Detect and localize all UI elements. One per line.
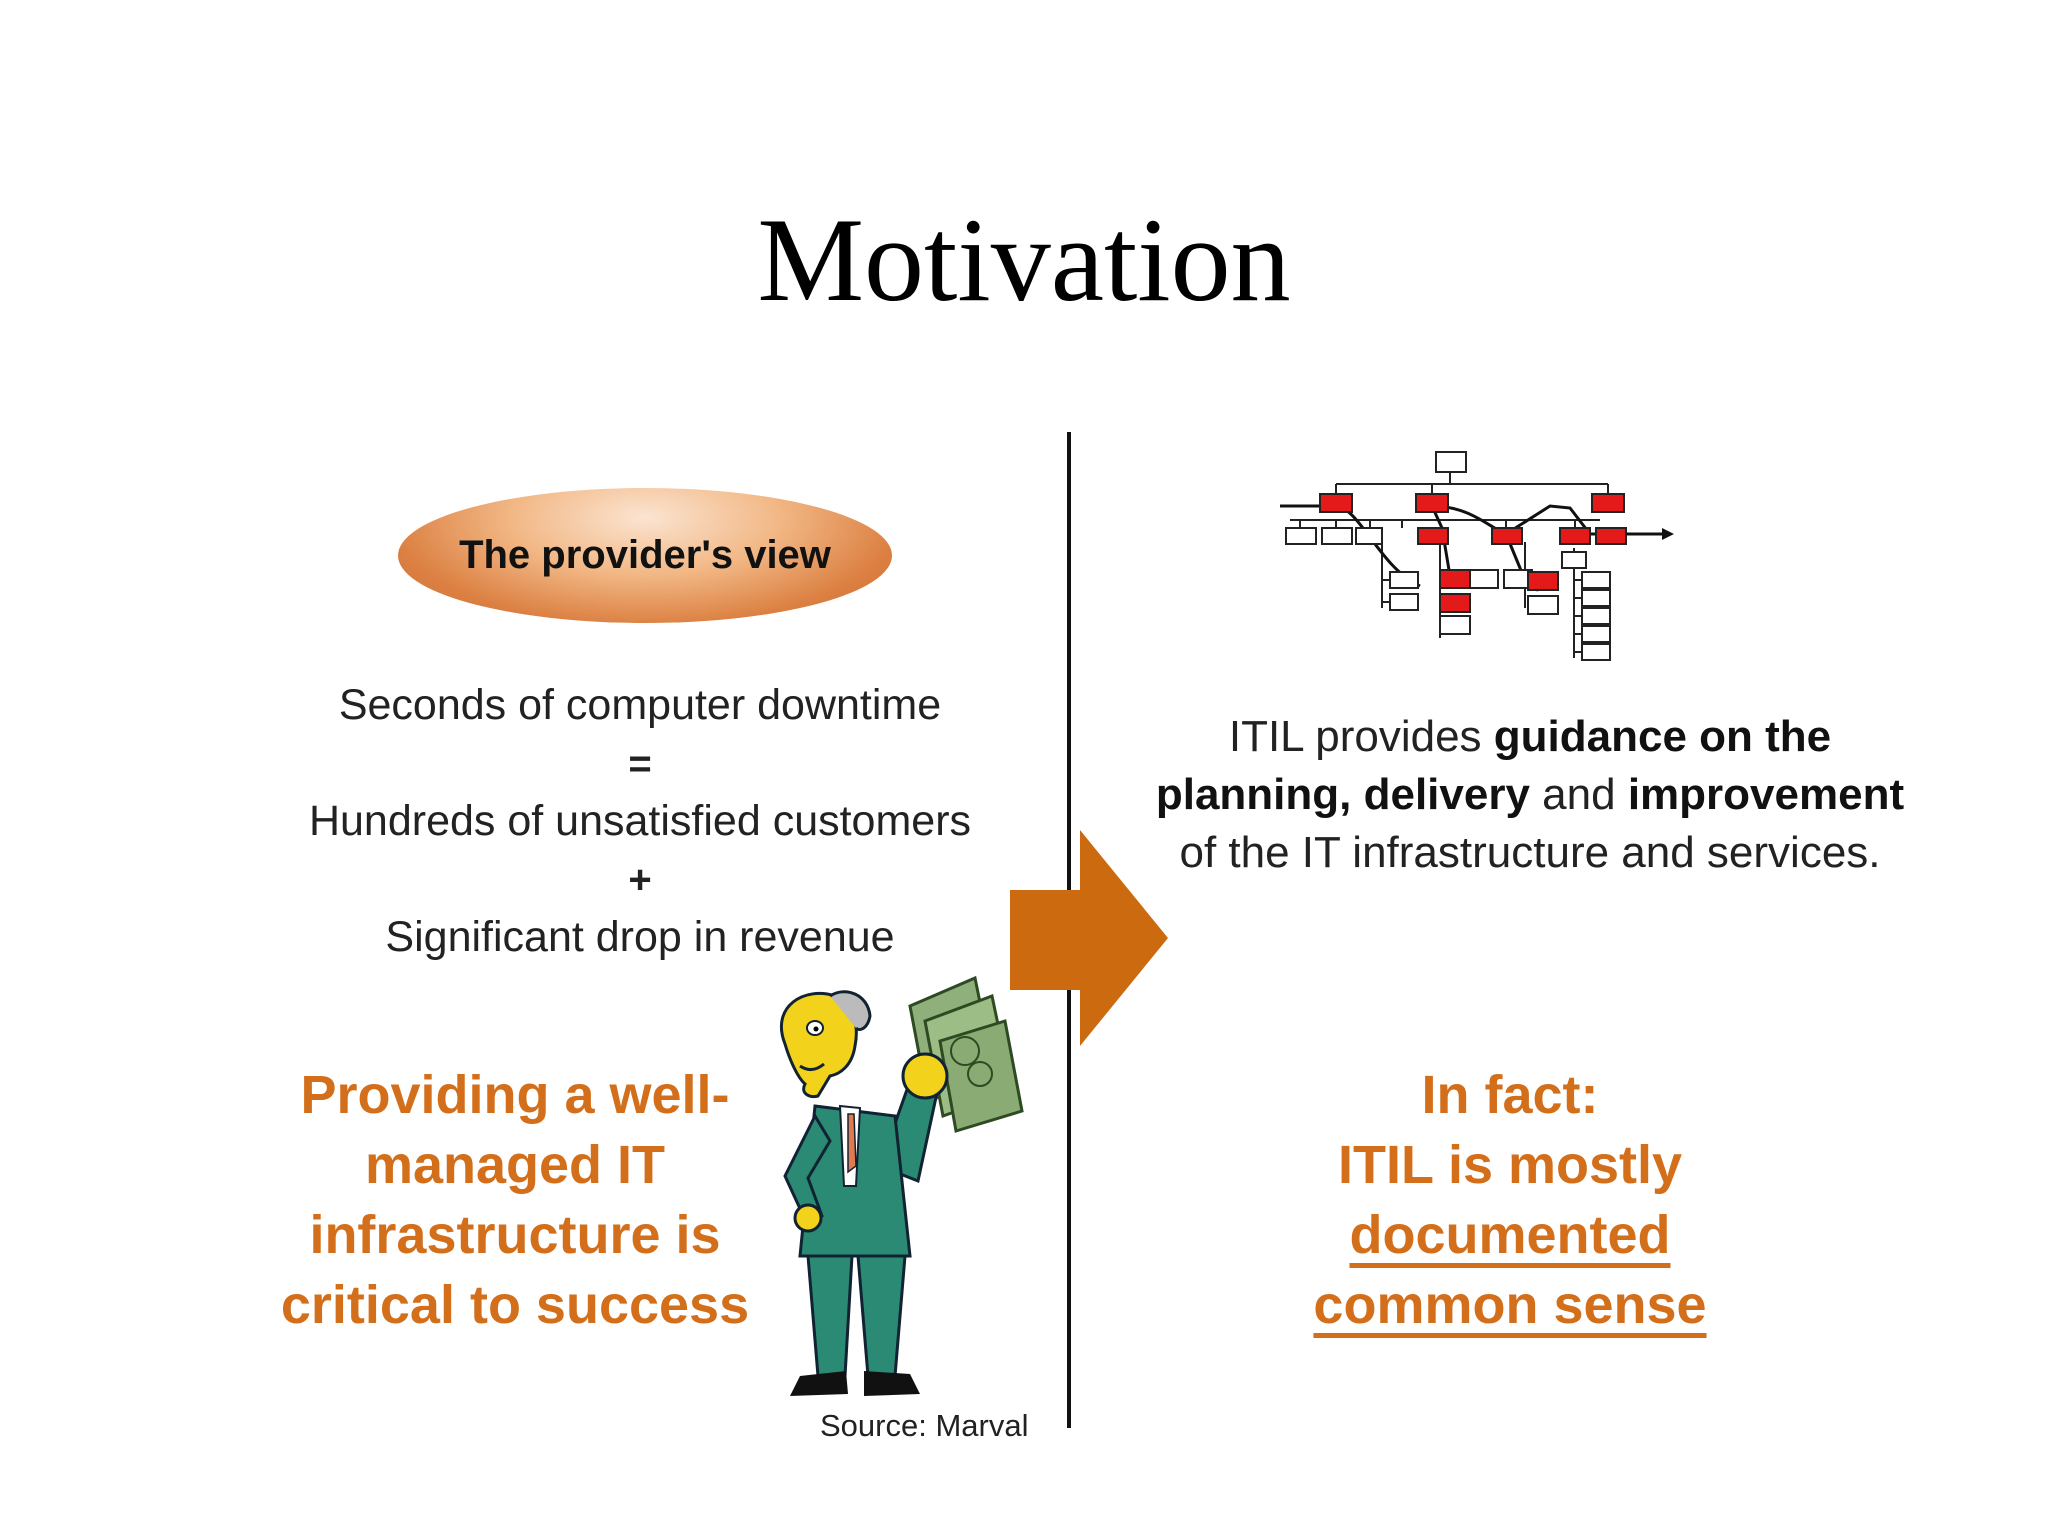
documented-line: documented [1349, 1205, 1671, 1265]
businessman-with-money-illustration [779, 975, 1024, 1396]
provider-view-label: The provider's view [459, 533, 831, 577]
provider-view-ellipse: The provider's view [398, 488, 892, 623]
providing-statement: Providing a well- managed IT infrastruct… [230, 1060, 800, 1340]
providing-line: critical to success [280, 1275, 750, 1335]
itil-bold-improvement: improvement [1627, 770, 1905, 819]
itil-description: ITIL provides guidance on the planning, … [1150, 708, 1910, 882]
in-fact-statement: In fact: ITIL is mostly documented commo… [1220, 1060, 1800, 1340]
itil-text-3: of the IT infrastructure and services. [1179, 828, 1881, 877]
downtime-line: Seconds of computer downtime [338, 681, 942, 729]
itil-process-tree-diagram [1280, 451, 1674, 661]
slide-title: Motivation [757, 193, 1291, 326]
providing-line: Providing a well- [300, 1065, 730, 1125]
revenue-line: Significant drop in revenue [385, 913, 895, 961]
common-sense-line: common sense [1313, 1275, 1707, 1335]
providing-line: infrastructure is [309, 1205, 721, 1265]
itil-mostly-line: ITIL is mostly [1337, 1135, 1683, 1195]
itil-text-2: and [1529, 770, 1628, 819]
head-icon [779, 990, 872, 1098]
in-fact-line: In fact: [1421, 1065, 1599, 1125]
right-arrow-icon [1010, 830, 1168, 1046]
money-icon [908, 975, 1024, 1133]
itil-text-1: ITIL provides [1228, 712, 1494, 761]
plus-sign: + [628, 858, 652, 902]
providing-line: managed IT [364, 1135, 666, 1195]
customers-line: Hundreds of unsatisfied customers [308, 797, 972, 845]
source-label: Source: Marval [820, 1408, 1029, 1443]
equals-sign: = [628, 742, 652, 786]
itil-bold-guidance: guidance on the planning, delivery [1155, 712, 1832, 819]
